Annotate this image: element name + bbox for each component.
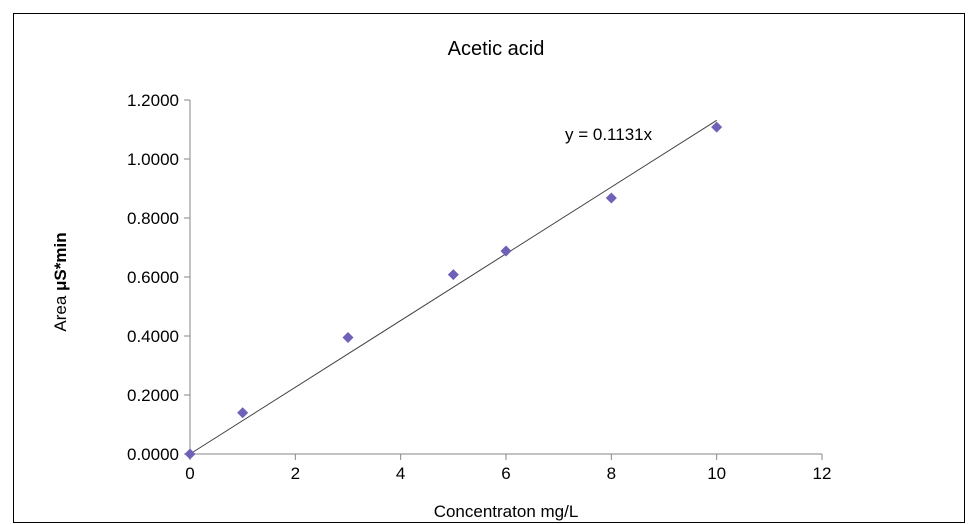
y-axis-title-prefix: Area [51, 291, 70, 332]
y-tick-label: 0.0000 [127, 445, 179, 464]
data-points [184, 121, 723, 460]
y-tick-label: 0.2000 [127, 386, 179, 405]
x-tick-label: 6 [501, 464, 510, 483]
data-point [447, 269, 459, 281]
y-axis-title-unit: μS*min [51, 232, 70, 291]
x-tick-label: 12 [813, 464, 832, 483]
y-tick-label: 0.4000 [127, 327, 179, 346]
axes [189, 100, 822, 455]
x-tick-label: 4 [396, 464, 405, 483]
data-point [605, 192, 617, 204]
data-point [500, 245, 512, 257]
data-point [184, 448, 196, 460]
y-tick-label: 0.6000 [127, 268, 179, 287]
x-tick-label: 8 [607, 464, 616, 483]
data-point [237, 407, 249, 419]
y-tick-label: 1.0000 [127, 150, 179, 169]
trendline [189, 119, 717, 455]
y-tick-label: 1.2000 [127, 91, 179, 110]
data-point [711, 121, 723, 133]
x-tick-label: 0 [185, 464, 194, 483]
chart-title: Acetic acid [448, 38, 545, 60]
x-tick-label: 2 [291, 464, 300, 483]
x-axis-title: Concentraton mg/L [434, 502, 579, 521]
x-tick-label: 10 [707, 464, 726, 483]
trendline-equation: y = 0.1131x [565, 125, 653, 144]
trendline-line [189, 119, 717, 455]
y-axis-title: Area μS*min [51, 232, 70, 331]
y-tick-label: 0.8000 [127, 209, 179, 228]
tick-marks [184, 99, 823, 460]
tick-labels: 0 2 4 6 8 10 12 0.0000 0.2000 0.4000 0.6000 0.8000 1… [127, 91, 831, 483]
data-point [342, 331, 354, 343]
